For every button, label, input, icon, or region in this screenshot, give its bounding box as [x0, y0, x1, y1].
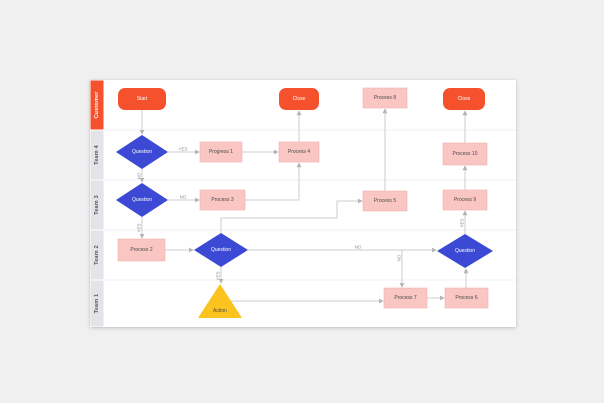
node-question-1[interactable]: Question: [116, 135, 168, 169]
node-question-4-shape[interactable]: [437, 234, 493, 268]
node-process-2[interactable]: Process 2: [117, 238, 166, 262]
node-process-8[interactable]: Process 8: [362, 87, 408, 109]
node-process-9-shape[interactable]: [442, 189, 488, 211]
node-close-1[interactable]: Close: [279, 88, 319, 110]
edge-question3-process5[interactable]: [220, 198, 363, 233]
edge-question2-process3-label: NO: [180, 195, 187, 200]
node-process-9[interactable]: Process 9: [442, 189, 488, 211]
node-process-4-shape[interactable]: [278, 141, 320, 163]
node-close-2-shape[interactable]: [443, 88, 485, 110]
node-process-5-shape[interactable]: [362, 190, 408, 212]
node-process-10[interactable]: Process 10: [442, 142, 488, 166]
node-close-2[interactable]: Close: [443, 88, 485, 110]
node-question-2[interactable]: Question: [116, 183, 168, 217]
node-question-3-shape[interactable]: [194, 233, 248, 267]
lane-team-3[interactable]: [90, 179, 105, 231]
edge-process3-process4[interactable]: [245, 162, 302, 201]
node-progress-1-shape[interactable]: [199, 141, 243, 163]
node-question-3[interactable]: Question: [194, 233, 248, 267]
edge-question4-process9-label: YES: [460, 218, 465, 227]
node-process-7[interactable]: Process 7: [383, 287, 428, 309]
node-process-10-shape[interactable]: [442, 142, 488, 166]
edge-question1-progress1-label: YES: [178, 147, 187, 152]
edge-question2-process2-label: YES: [137, 223, 142, 232]
edge-question1-question2-label: NO: [137, 172, 142, 179]
lane-customer[interactable]: [90, 80, 105, 131]
node-process-6[interactable]: Process 6: [444, 287, 489, 309]
edge-question3-action-label: YES: [216, 271, 221, 280]
node-process-2-shape[interactable]: [117, 238, 166, 262]
node-process-3-shape[interactable]: [199, 189, 246, 211]
node-action-shape[interactable]: [198, 284, 242, 318]
node-question-4[interactable]: Question: [437, 234, 493, 268]
node-process-8-shape[interactable]: [362, 87, 408, 109]
edge-question4-process7-label: NO: [397, 254, 402, 261]
node-process-7-shape[interactable]: [383, 287, 428, 309]
node-progress-1[interactable]: Progress 1: [199, 141, 243, 163]
node-start-shape[interactable]: [118, 88, 166, 110]
node-process-5[interactable]: Process 5: [362, 190, 408, 212]
node-process-3[interactable]: Process 3: [199, 189, 246, 211]
lane-team-1[interactable]: [90, 279, 105, 327]
edge-question3-question4-label: NO: [355, 245, 362, 250]
node-start[interactable]: Start: [118, 88, 166, 110]
node-close-1-shape[interactable]: [279, 88, 319, 110]
lane-team-2[interactable]: [90, 229, 105, 281]
node-question-1-shape[interactable]: [116, 135, 168, 169]
node-process-4[interactable]: Process 4: [278, 141, 320, 163]
lane-team-4[interactable]: [90, 129, 105, 181]
node-question-2-shape[interactable]: [116, 183, 168, 217]
node-process-6-shape[interactable]: [444, 287, 489, 309]
